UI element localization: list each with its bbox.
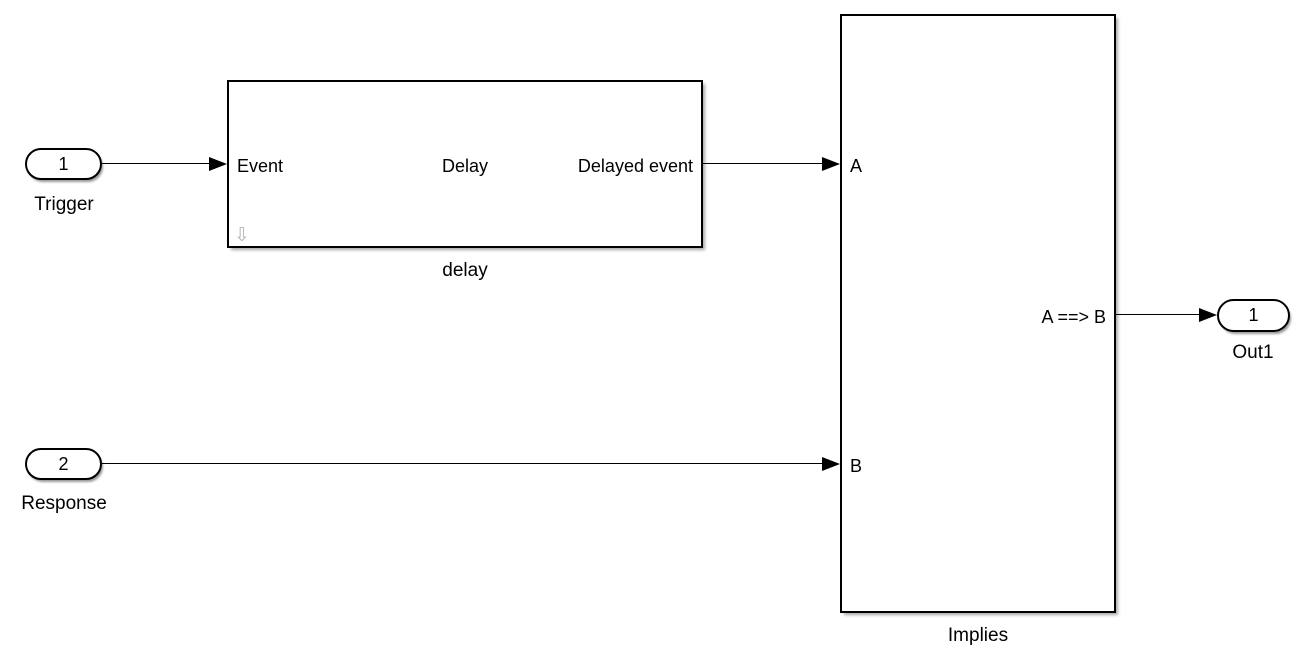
wire-arrowhead-icon (822, 157, 840, 171)
implies-inport-a-label: A (850, 156, 863, 176)
wire-implies-to-out1[interactable] (1116, 314, 1200, 316)
wire-arrowhead-icon (209, 157, 227, 171)
wire-delay-to-implies-a[interactable] (703, 163, 823, 165)
outport-out1-label[interactable]: Out1 (1232, 342, 1274, 363)
delay-subsystem-block[interactable]: Event Delay Delayed event ⇩ (227, 80, 703, 248)
implies-outport-label: A ==> B (1041, 307, 1106, 327)
delay-param-label: Delay (441, 156, 489, 176)
implies-inport-b-label: B (850, 456, 863, 476)
subsystem-down-arrow-icon[interactable]: ⇩ (234, 224, 250, 246)
inport-response[interactable]: 2 (25, 448, 102, 480)
inport-trigger[interactable]: 1 (25, 148, 102, 180)
wire-arrowhead-icon (1199, 308, 1217, 322)
wire-arrowhead-icon (822, 457, 840, 471)
inport-trigger-label[interactable]: Trigger (34, 194, 94, 215)
delay-outport-label: Delayed event (577, 156, 693, 176)
wire-response-to-implies-b[interactable] (102, 463, 823, 465)
implies-block-name[interactable]: Implies (947, 625, 1009, 646)
outport-out1[interactable]: 1 (1217, 299, 1290, 332)
implies-block[interactable]: A B A ==> B (840, 14, 1116, 613)
wire-trigger-to-delay[interactable] (102, 163, 210, 165)
delay-block-name[interactable]: delay (442, 260, 488, 281)
delay-inport-label: Event (237, 156, 284, 176)
inport-response-number: 2 (58, 453, 69, 474)
inport-trigger-number: 1 (58, 153, 69, 174)
inport-response-label[interactable]: Response (21, 493, 107, 514)
outport-out1-number: 1 (1248, 305, 1259, 325)
